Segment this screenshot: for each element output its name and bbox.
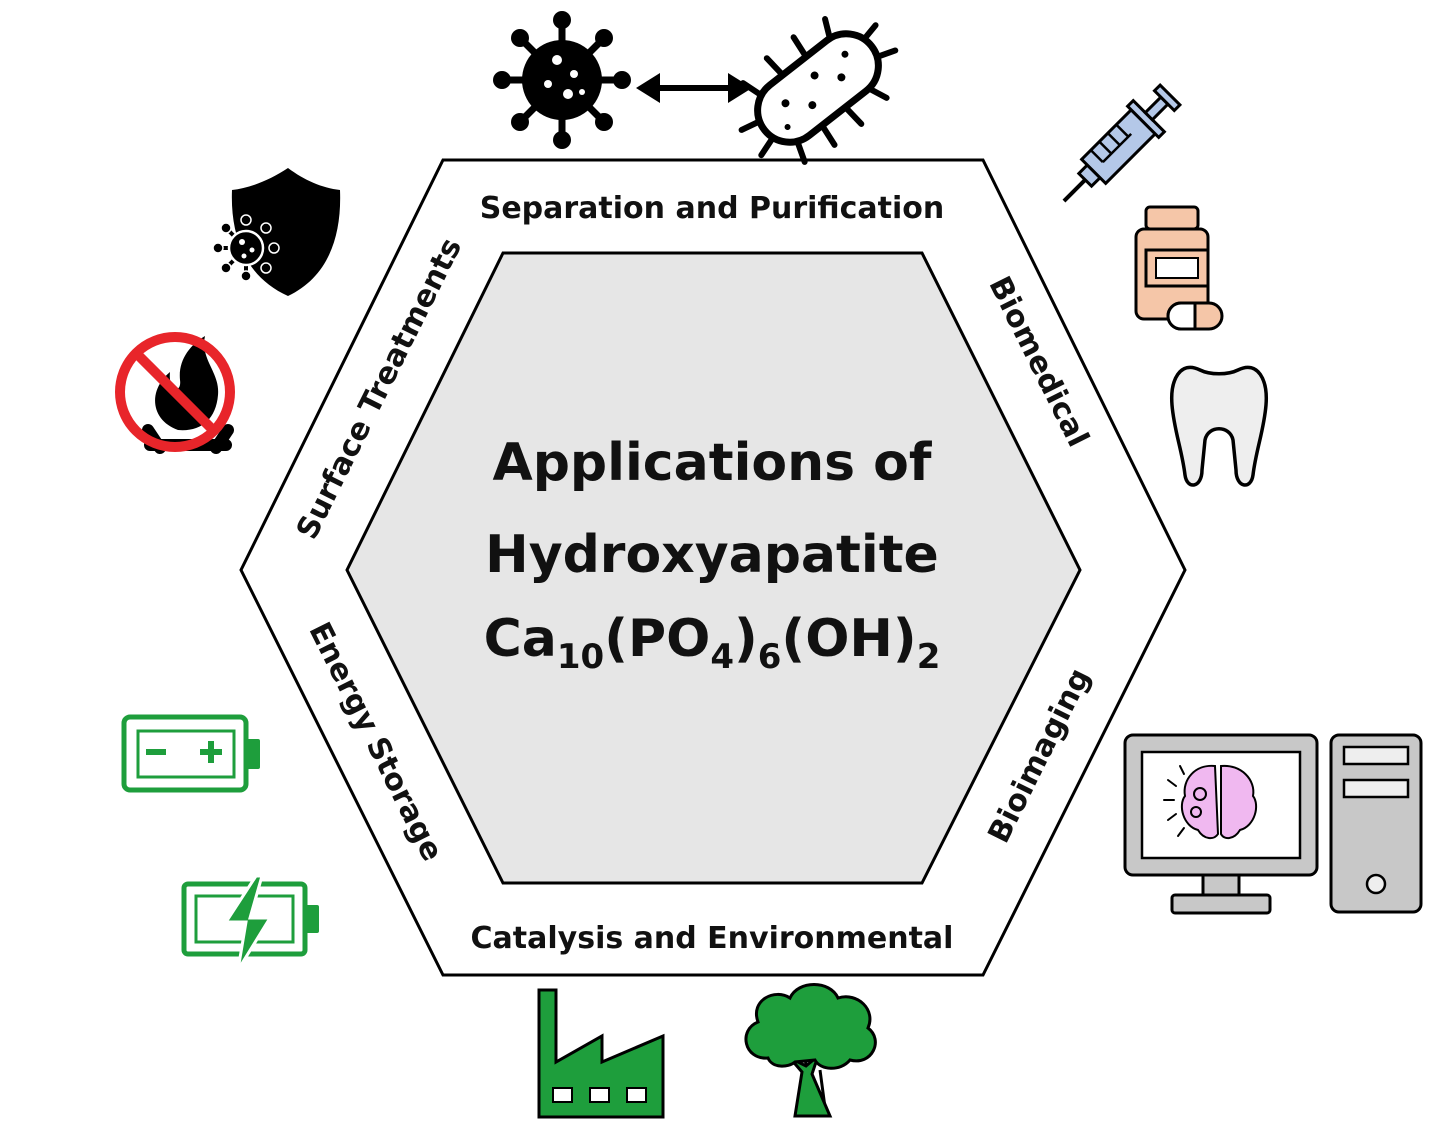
tooth-icon [1170, 365, 1268, 487]
title-line-1: Applications of [492, 433, 932, 493]
charging-battery-icon [181, 874, 319, 971]
battery-icon [121, 714, 260, 793]
formula-oh-sub: 2 [917, 637, 941, 677]
chemical-formula: Ca10(PO4)6(OH)2 [484, 609, 941, 677]
syringe-icon [1062, 82, 1183, 203]
double-arrow-icon [636, 73, 752, 103]
tree-icon [744, 983, 877, 1118]
inner-hexagon [345, 251, 1082, 885]
computer-brain-scan-icon [1123, 733, 1423, 915]
formula-po-close-sub: 6 [758, 637, 782, 677]
formula-ca-sub: 10 [557, 637, 604, 677]
formula-oh: (OH) [781, 609, 916, 669]
no-fire-icon [115, 332, 235, 454]
formula-po-close: ) [734, 609, 758, 669]
formula-po-sub: 4 [710, 637, 734, 677]
factory-icon [537, 988, 665, 1119]
title-line-2: Hydroxyapatite [485, 525, 939, 585]
bacteria-icon [738, 16, 899, 165]
formula-po: (PO [604, 609, 710, 669]
formula-ca: Ca [484, 609, 557, 669]
label-catalysis-environmental: Catalysis and Environmental [471, 921, 954, 956]
shield-virus-icon [212, 168, 341, 296]
virus-icon [493, 11, 631, 149]
pill-bottle-icon [1134, 205, 1224, 331]
label-separation-purification: Separation and Purification [480, 191, 945, 226]
